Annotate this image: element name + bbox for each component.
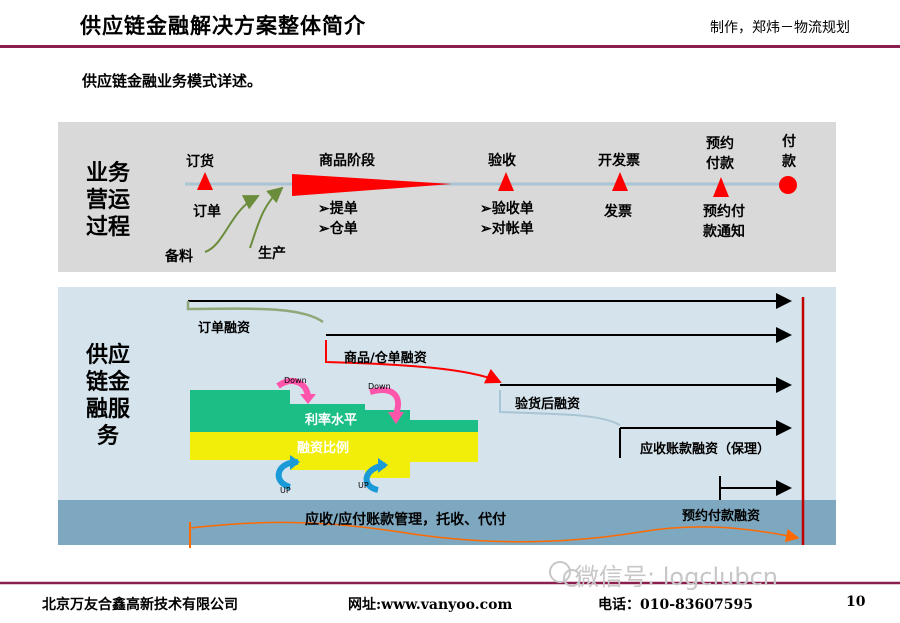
invoice-milestone-marker	[612, 172, 628, 191]
header-rule	[0, 45, 900, 48]
up-tag-2: UP	[358, 481, 369, 490]
inspection-to-receivable-connector	[499, 390, 621, 426]
author-credit: 制作，郑炜－物流规划	[710, 20, 850, 36]
prepayment-label: 预约 付款	[706, 136, 734, 172]
payment-milestone-dot	[779, 176, 797, 194]
receivable-finance-label: 应收账款融资（保理）	[640, 442, 771, 457]
produce-arrow	[249, 186, 284, 249]
finance-section-title: 供应 链金 融服 务	[85, 342, 130, 449]
account-management-label: 应收/应付账款管理，托收、代付	[305, 512, 507, 528]
warehouse-receipt-item: ➢仓单	[318, 221, 358, 237]
acceptance-documents-list: ➢验收单 ➢对帐单	[480, 199, 534, 239]
statement-item: ➢对帐单	[480, 221, 534, 237]
goods-documents-list: ➢提单 ➢仓单	[318, 199, 358, 239]
rate-down-arrow-2	[369, 387, 401, 416]
goods-receipt-finance-label: 商品/仓单融资	[344, 351, 427, 366]
business-process-panel	[58, 122, 836, 272]
order-goods-label: 订货	[186, 154, 214, 170]
prepare-arrow	[204, 195, 260, 253]
footer-company: 北京万友合鑫高新技术有限公司	[42, 597, 238, 613]
page-subtitle: 供应链金融业务模式详述。	[82, 72, 263, 90]
bill-of-lading-item: ➢提单	[318, 201, 358, 217]
account-management-span	[189, 521, 800, 543]
order-to-goods-connector	[186, 301, 324, 324]
invoice-issue-label: 开发票	[598, 153, 640, 169]
invoice-document-label: 发票	[604, 204, 632, 220]
order-milestone-marker	[197, 172, 213, 190]
interest-rate-label: 利率水平	[305, 413, 358, 428]
order-finance-label: 订单融资	[198, 321, 251, 336]
prepayment-finance-label: 预约付款融资	[682, 509, 761, 524]
interest-rate-pipe	[190, 390, 478, 432]
rate-down-arrow-1	[276, 378, 311, 397]
down-tag-1: Down	[284, 376, 307, 385]
payment-label: 付 款	[782, 134, 796, 170]
goods-stage-wedge	[292, 174, 452, 196]
goods-to-inspection-connector	[325, 340, 502, 384]
inspection-finance-label: 验货后融资	[515, 397, 581, 412]
prepare-materials-label: 备料	[165, 249, 193, 265]
acceptance-receipt-item: ➢验收单	[480, 201, 534, 217]
page-title: 供应链金融解决方案整体简介	[80, 13, 366, 38]
finance-ratio-pipe	[190, 432, 478, 478]
finance-ratio-label: 融资比例	[297, 441, 350, 456]
acceptance-label: 验收	[488, 153, 516, 169]
goods-stage-label: 商品阶段	[319, 153, 375, 169]
footer-website[interactable]: 网址:www.vanyoo.com	[348, 597, 513, 613]
wechat-watermark-icon	[549, 561, 571, 583]
prepayment-notice-label: 预约付 款通知	[703, 204, 745, 240]
up-tag-1: UP	[280, 486, 291, 495]
production-label: 生产	[258, 246, 286, 262]
prepayment-milestone-marker	[713, 177, 729, 197]
wechat-watermark: 微信号: logclubcn	[575, 563, 779, 591]
footer-phone: 电话：010-83607595	[598, 597, 753, 613]
process-section-title: 业务 营运 过程	[85, 160, 130, 240]
page-number: 10	[846, 594, 866, 610]
down-tag-2: Down	[368, 382, 391, 391]
acceptance-milestone-marker	[498, 172, 514, 191]
order-document-label: 订单	[193, 204, 221, 220]
